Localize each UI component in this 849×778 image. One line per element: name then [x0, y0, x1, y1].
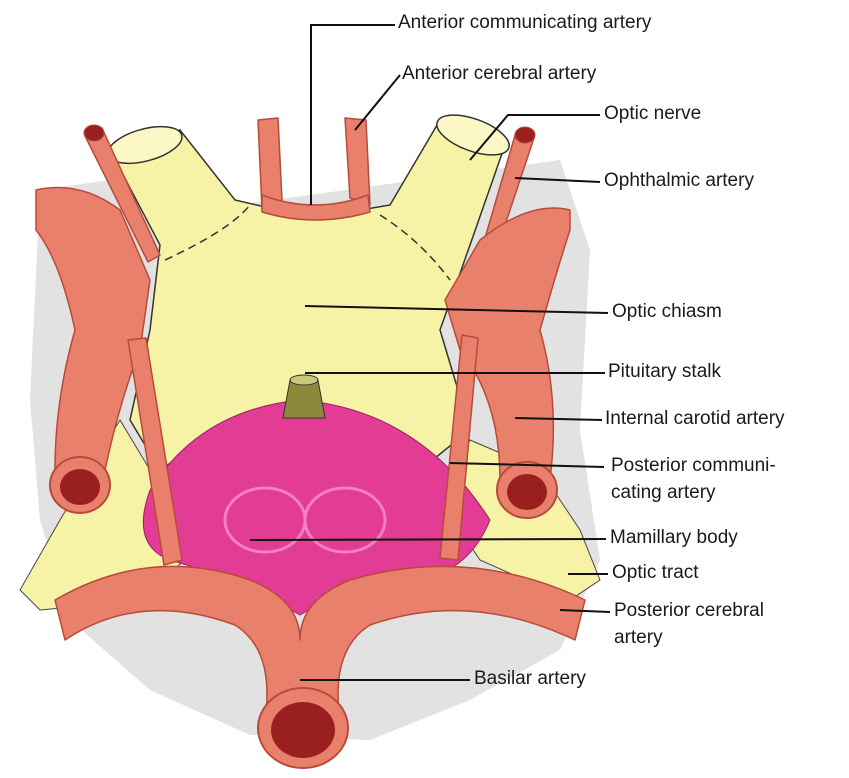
label-ophthalmic-artery: Ophthalmic artery	[604, 170, 754, 192]
label-posterior-communicating-line2: cating artery	[611, 482, 716, 504]
label-pituitary-stalk: Pituitary stalk	[608, 361, 721, 383]
carotid-right-lumen-inner	[507, 474, 547, 510]
label-posterior-cerebral-line2: artery	[614, 627, 663, 649]
carotid-left-lumen-inner	[60, 469, 100, 505]
label-optic-tract: Optic tract	[612, 562, 699, 584]
label-internal-carotid-artery: Internal carotid artery	[605, 408, 785, 430]
pituitary-stalk-shape	[283, 380, 325, 418]
leader-anterior-cerebral	[355, 75, 400, 130]
label-posterior-cerebral-line1: Posterior cerebral	[614, 600, 764, 622]
label-basilar-artery: Basilar artery	[474, 668, 586, 690]
leader-mamillary	[250, 539, 606, 540]
label-optic-nerve: Optic nerve	[604, 103, 701, 125]
pituitary-stalk-top	[290, 375, 318, 385]
label-optic-chiasm: Optic chiasm	[612, 301, 722, 323]
basilar-lumen-inner	[271, 702, 335, 758]
label-posterior-communicating-line1: Posterior communi-	[611, 455, 776, 477]
label-mamillary-body: Mamillary body	[610, 527, 738, 549]
ophthalmic-right-end	[515, 127, 535, 143]
label-anterior-cerebral-artery: Anterior cerebral artery	[402, 63, 596, 85]
label-anterior-communicating-artery: Anterior communicating artery	[398, 12, 651, 34]
ophthalmic-left-end	[84, 125, 104, 141]
